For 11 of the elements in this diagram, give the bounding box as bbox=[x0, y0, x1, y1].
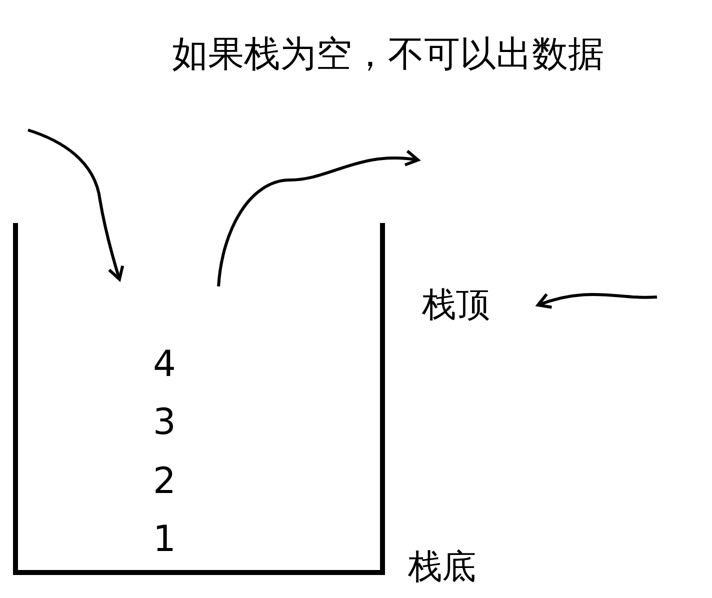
stack-item: 1 bbox=[153, 520, 176, 560]
arrow bbox=[28, 128, 124, 281]
stack-item: 4 bbox=[153, 345, 176, 385]
stack-bottom-label: 栈底 bbox=[408, 547, 476, 587]
stack-container bbox=[13, 223, 385, 575]
stack-top-label: 栈顶 bbox=[422, 285, 538, 325]
stack-item: 3 bbox=[153, 403, 176, 443]
arrow bbox=[217, 150, 420, 286]
title: 如果栈为空，不可以出数据 bbox=[172, 33, 604, 77]
stack-item: 2 bbox=[153, 462, 176, 502]
arrow bbox=[536, 292, 658, 310]
